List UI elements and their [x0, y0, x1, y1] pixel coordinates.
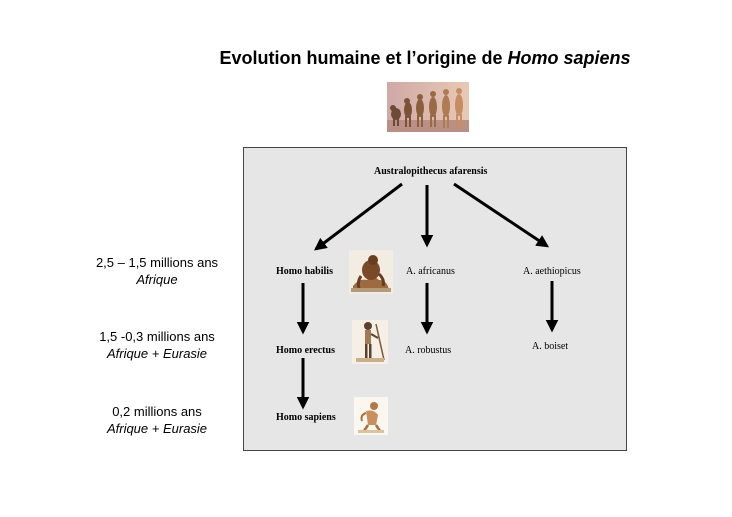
- period-region: Afrique + Eurasie: [106, 346, 208, 361]
- node-homo-habilis: Homo habilis: [276, 266, 333, 277]
- page-title: Evolution humaine et l’origine de Homo s…: [0, 48, 732, 69]
- node-boiset: A. boiset: [532, 341, 569, 352]
- title-prefix: Evolution humaine et l’origine de: [219, 48, 508, 68]
- arrow-root-to-aethiopicus: [453, 182, 550, 248]
- period-region: Afrique: [136, 272, 178, 287]
- node-robustus: A. robustus: [405, 345, 452, 356]
- title-italic: Homo sapiens: [507, 48, 631, 68]
- period-range: 0,2 millions ans: [112, 404, 202, 419]
- period-range: 2,5 – 1,5 millions ans: [95, 255, 219, 270]
- period-label: 0,2 millions ans Afrique + Eurasie: [82, 403, 232, 437]
- node-homo-erectus: Homo erectus: [276, 345, 335, 356]
- period-range: 1,5 -0,3 millions ans: [99, 329, 215, 344]
- arrow-root-to-habilis: [313, 182, 403, 251]
- node-aethiopicus: A. aethiopicus: [523, 266, 581, 277]
- homo-erectus-illustration: [352, 320, 388, 364]
- node-africanus: A. africanus: [406, 266, 455, 277]
- march-of-progress-illustration: [387, 82, 469, 132]
- homo-sapiens-illustration: [354, 397, 388, 435]
- node-homo-sapiens: Homo sapiens: [276, 412, 336, 423]
- period-label: 2,5 – 1,5 millions ans Afrique: [82, 254, 232, 288]
- period-label: 1,5 -0,3 millions ans Afrique + Eurasie: [82, 328, 232, 362]
- homo-habilis-illustration: [349, 250, 393, 294]
- node-root: Australopithecus afarensis: [374, 166, 488, 177]
- period-region: Afrique + Eurasie: [106, 421, 208, 436]
